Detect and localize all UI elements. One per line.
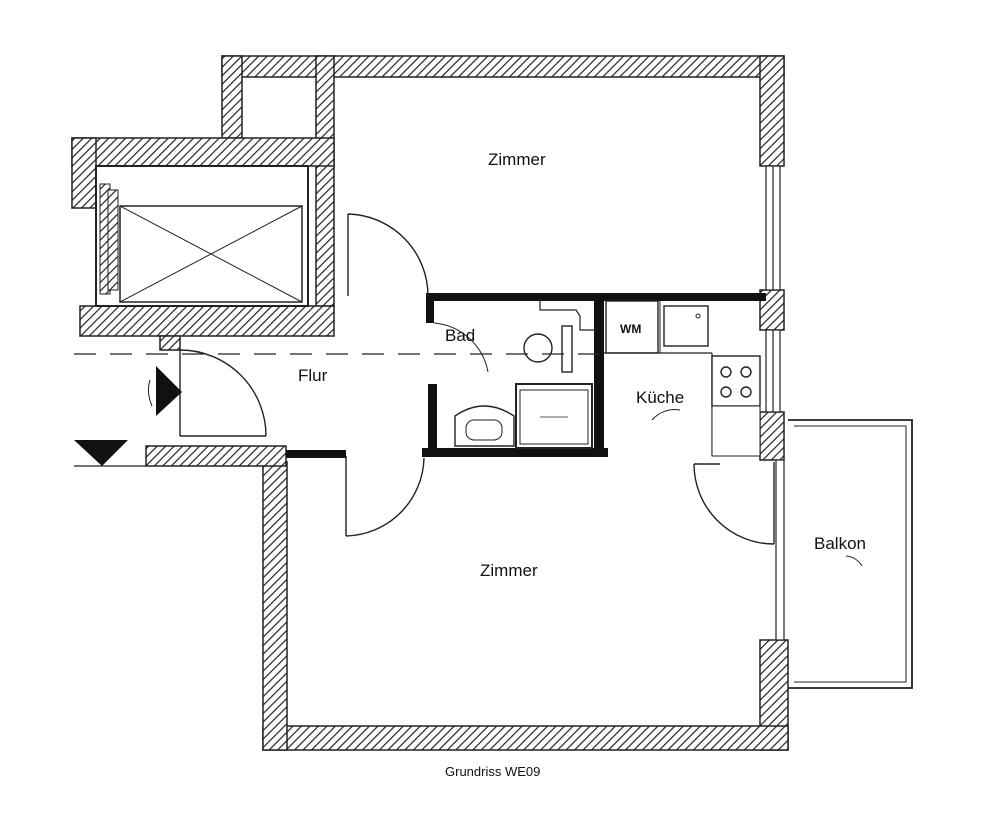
interior-walls	[286, 293, 766, 458]
room-label-bad: Bad	[445, 326, 475, 345]
wall-shaft-top	[71, 137, 335, 167]
entrance-arrow-icon	[156, 366, 182, 416]
toilet-tank	[561, 325, 573, 373]
windows	[765, 165, 785, 641]
wall-niche-left	[221, 55, 243, 139]
wall-right-kitchen	[759, 411, 785, 461]
room-label-flur: Flur	[298, 366, 328, 385]
toilet-bowl	[523, 333, 553, 363]
washing-machine	[605, 300, 659, 354]
stove-burner	[740, 366, 752, 378]
wall-shaft-bottom	[79, 305, 335, 337]
entrance-arrow-down-icon	[74, 440, 128, 466]
balcony	[788, 419, 913, 689]
kitchen-fixtures	[604, 300, 761, 457]
fixture-label-wm: WM	[620, 322, 641, 336]
wall-bottom	[262, 725, 789, 751]
wall-entrance-bottom	[145, 445, 287, 467]
exterior-walls	[71, 55, 789, 751]
sink	[663, 305, 709, 347]
plan-caption: Grundriss WE09	[445, 764, 540, 779]
bathroom-fixtures	[454, 298, 594, 449]
room-label-balkon: Balkon	[814, 534, 866, 553]
stove-burner	[740, 386, 752, 398]
wall-top	[221, 55, 785, 78]
elevator-shaft	[95, 165, 309, 307]
wall-entrance-post	[159, 335, 181, 351]
room-label-kueche: Küche	[636, 388, 684, 407]
stove	[711, 355, 761, 407]
wall-shaft-left	[71, 137, 97, 209]
wall-right-upper	[759, 55, 785, 167]
doors	[179, 213, 863, 567]
room-label-zimmer-bottom: Zimmer	[480, 561, 538, 580]
wall-left-lower	[262, 461, 288, 751]
room-label-zimmer-top: Zimmer	[488, 150, 546, 169]
stove-burner	[720, 386, 732, 398]
stove-burner	[720, 366, 732, 378]
wall-niche-right	[315, 55, 335, 307]
